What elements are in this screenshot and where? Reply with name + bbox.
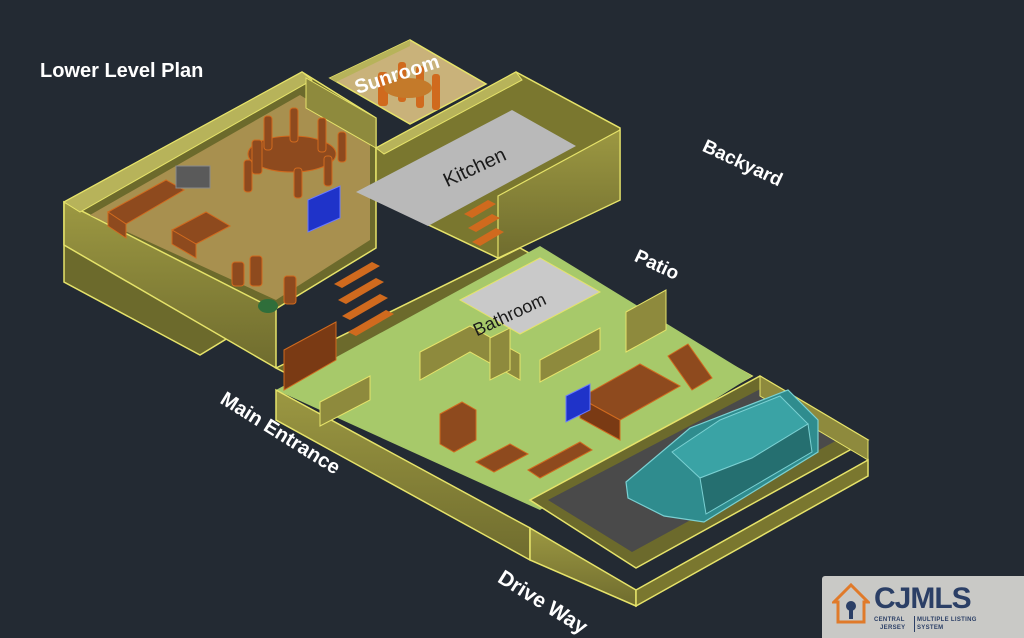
house-logo-icon [832,582,870,624]
bedroom-tv [565,383,591,423]
plant [258,299,278,313]
logo-subtext-jersey: JERSEY [880,625,906,631]
logo-subtext-system: SYSTEM [917,625,944,631]
living-room-tv [307,185,341,233]
logo-subtext-multiple-listing: MULTIPLE LISTING [917,617,977,623]
logo-subtext-central: CENTRAL [874,617,905,623]
living-room-furniture [107,107,347,391]
main-floor-furniture [439,343,713,479]
main-floor [274,246,754,510]
logo-divider [914,616,915,632]
side-table [175,165,211,189]
kitchen-floor [356,110,576,226]
kitchen [356,71,621,259]
sunroom-furniture [378,62,440,110]
sunroom [328,39,488,125]
cjmls-logo: CJMLS CENTRAL JERSEY MULTIPLE LISTING SY… [822,576,1024,638]
plan-title: Lower Level Plan [40,60,204,82]
car [625,389,819,523]
logo-wordmark: CJMLS [874,582,972,615]
bathroom-floor [458,257,602,335]
stairs [334,200,504,336]
